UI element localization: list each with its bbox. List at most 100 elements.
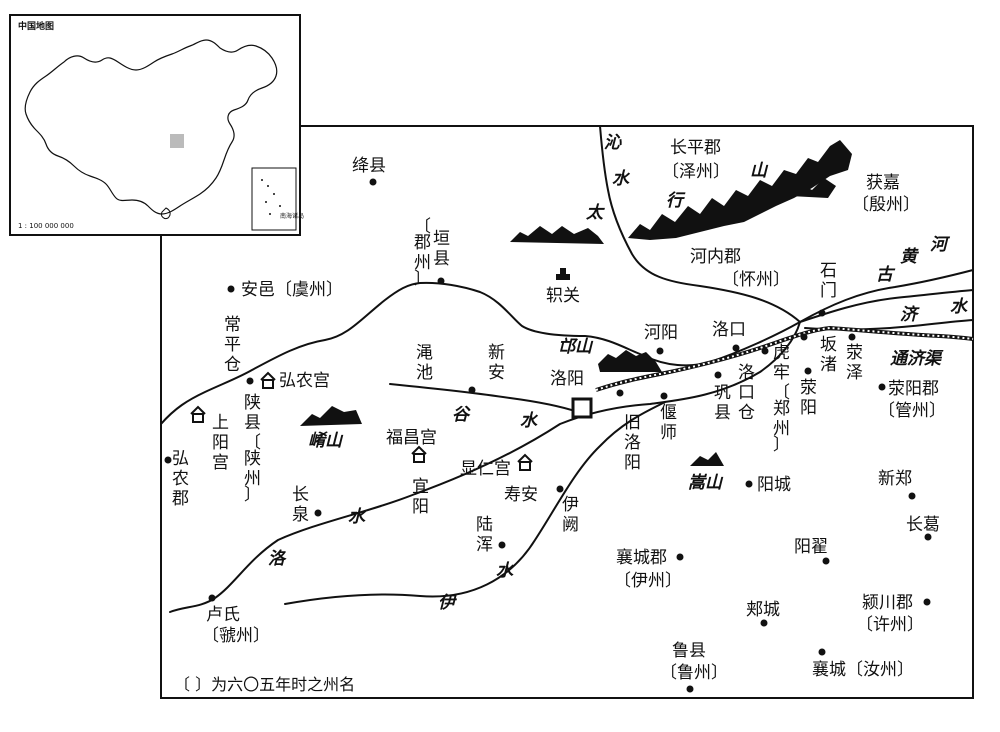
qin-shui — [599, 125, 801, 323]
label-xiaoshan: 崤山 — [308, 431, 344, 451]
label-xingyangjun: 荥阳郡 — [888, 379, 939, 399]
label-guozhou: 〔虢州〕 — [202, 626, 270, 646]
palace-xianren — [517, 453, 533, 471]
label-luo: 洛 — [268, 549, 287, 569]
river-labels: 沁 水 黄 河 古 济 水 通济渠 谷 水 洛 水 伊 水 — [268, 133, 969, 613]
label-anyi: 安邑〔虞州〕 — [241, 280, 343, 300]
label-yingchuan: 颍川郡 — [862, 593, 913, 613]
place-labels: 绛县 长平郡 〔泽州〕 获嘉 〔殷州〕 轵关 河内郡 〔怀州〕 安邑〔虞州〕 弘… — [202, 138, 946, 683]
inset-highlight — [170, 134, 184, 148]
label-luhun: 陆浑 — [476, 515, 493, 555]
label-shanzhou: 〔陕州〕 — [244, 433, 261, 505]
label-yizhou: 〔伊州〕 — [614, 571, 682, 591]
songshan-mountain — [690, 452, 724, 466]
rivers — [160, 125, 974, 613]
label-mianchi: 渑池 — [416, 343, 433, 383]
label-jiacheng: 郏城 — [746, 600, 780, 620]
label-hang: 行 — [666, 191, 686, 211]
label-xingyang: 荥阳 — [800, 378, 817, 418]
inset-scale: 1 : 100 000 000 — [18, 222, 74, 230]
label-huang: 黄 — [900, 247, 920, 267]
label-changge: 长葛 — [906, 515, 940, 535]
label-ji-shui: 水 — [950, 297, 969, 317]
label-luxian: 鲁县 — [672, 641, 706, 661]
vertical-place-labels: 垣县 〔郡州〕 石门 常平仓 渑池 新安 洛口仓 巩县 虎牢 〔郑州〕 荥阳 坂… — [172, 217, 863, 555]
label-huojia: 获嘉 — [866, 173, 900, 193]
label-xiangchengjun: 襄城郡 — [616, 547, 667, 568]
luo-shui — [169, 321, 801, 613]
inset-china-outline — [24, 39, 278, 215]
label-xinan: 新安 — [488, 343, 505, 383]
inset-south-sea-label: 南海诸岛 — [280, 212, 304, 220]
label-gongxian: 巩县 — [714, 383, 731, 423]
label-yanshi: 偃师 — [660, 403, 677, 443]
palace-fuchang — [411, 445, 427, 463]
inset-title: 中国地图 — [18, 20, 54, 32]
label-yangzhai: 阳翟 — [794, 537, 828, 557]
label-zhiguan: 轵关 — [546, 286, 580, 306]
xiaoshan-mountain — [300, 406, 362, 426]
label-changping: 长平郡 — [670, 138, 721, 158]
label-tai: 太 — [585, 203, 605, 223]
label-hongnonggong: 弘农宫 — [279, 371, 330, 391]
label-qin: 沁 — [604, 133, 622, 153]
label-yique: 伊阙 — [562, 495, 579, 535]
label-yi: 伊 — [438, 593, 457, 613]
palace-shangyang — [190, 405, 206, 423]
label-yuanxian: 垣县 — [433, 229, 450, 269]
label-luzhou: 〔鲁州〕 — [660, 663, 728, 683]
mangshan-mountain — [598, 350, 662, 372]
label-xiangcheng: 襄城〔汝州〕 — [812, 659, 914, 680]
label-yiyang: 宜阳 — [412, 477, 429, 517]
label-xingze: 荥泽 — [846, 343, 863, 383]
label-shangyanggong: 上阳宫 — [212, 413, 229, 473]
label-changpingcang: 常平仓 — [224, 315, 241, 375]
label-zhengzhou-old: 〔郑州〕 — [773, 383, 790, 455]
label-luo-shui: 水 — [348, 507, 367, 527]
taihang-mountains — [510, 140, 852, 244]
label-luoyang: 洛阳 — [550, 369, 584, 389]
inset-map: 中国地图 南海诸岛 1 : 100 000 000 — [9, 14, 304, 236]
label-gu: 古 — [876, 265, 896, 285]
label-heyang: 河阳 — [644, 323, 678, 343]
label-yi-shui: 水 — [496, 561, 515, 581]
label-changquan: 长泉 — [292, 485, 309, 525]
label-fuchanggong: 福昌宫 — [386, 428, 437, 448]
map-note: 〔 〕为六〇五年时之州名 — [174, 675, 355, 694]
label-shimen: 石门 — [820, 261, 837, 301]
label-jiangxian: 绛县 — [352, 156, 386, 176]
palace-hongnong — [260, 371, 276, 389]
label-luokoucang: 洛口仓 — [738, 363, 755, 423]
label-songshan: 嵩山 — [688, 473, 724, 493]
label-shouan: 寿安 — [504, 485, 538, 505]
zhiguan-pass-marker — [556, 268, 570, 280]
palace-markers — [190, 371, 533, 471]
label-banzhu: 坂渚 — [820, 335, 837, 375]
label-hulao: 虎牢 — [773, 343, 790, 383]
label-he: 河 — [930, 235, 951, 255]
label-juzhou: 〔郡州〕 — [414, 217, 431, 289]
city-markers — [164, 178, 932, 693]
label-xuzhou: 〔许州〕 — [856, 615, 924, 635]
mountain-labels: 太 行 山 邙山 崤山 嵩山 — [308, 161, 769, 493]
label-luokou: 洛口 — [712, 320, 746, 340]
label-shan: 山 — [750, 161, 769, 181]
label-ji: 济 — [900, 305, 920, 325]
label-qin-shui: 水 — [612, 169, 631, 189]
label-yinzhou: 〔殷州〕 — [852, 195, 920, 215]
gu-shui — [389, 383, 579, 413]
luoyang-city-marker — [571, 397, 593, 419]
label-mangshan: 邙山 — [558, 337, 594, 357]
label-hongnongjun: 弘农郡 — [172, 449, 189, 509]
label-lushi: 卢氏 — [206, 605, 240, 625]
label-gu-shui-2: 水 — [520, 411, 539, 431]
label-jiuluoyang: 旧洛阳 — [624, 413, 641, 473]
label-xinzheng: 新郑 — [878, 469, 912, 489]
yi-shui — [284, 401, 666, 605]
label-henei: 河内郡 — [690, 247, 741, 267]
label-shanxian: 陕县 — [244, 393, 261, 433]
label-zezhou: 〔泽州〕 — [662, 162, 730, 182]
label-tong-ji-qu: 通济渠 — [890, 349, 944, 369]
label-yangcheng: 阳城 — [757, 475, 791, 495]
